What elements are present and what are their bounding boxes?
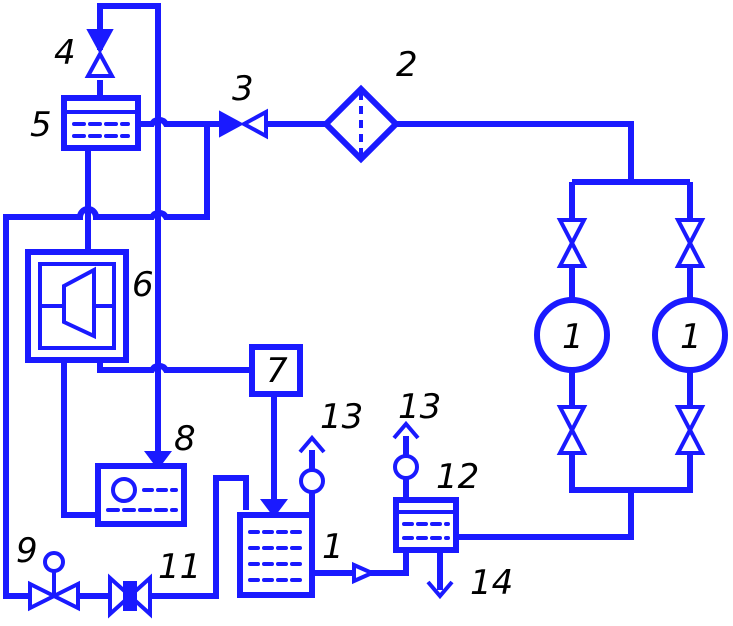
pipe-valve-to-pump [569, 266, 693, 300]
valve-pump-right-bottom-a [674, 405, 706, 435]
unit-7-box [249, 344, 303, 397]
cooler-5 [61, 95, 141, 151]
pipe-pump-to-valve [569, 370, 693, 407]
pump-left [534, 297, 610, 373]
valve-pump-left-top-a [556, 218, 588, 248]
label-valve-3: 3 [232, 69, 254, 109]
cooler-5-body [61, 95, 141, 151]
valve-pump-right-top-a [674, 218, 706, 248]
valve-3 [219, 108, 268, 140]
breather-13-left [299, 468, 325, 494]
tank-8-body [95, 463, 187, 527]
valve-pump-right-bottom-b [674, 425, 706, 455]
arrow-down-8 [144, 451, 172, 470]
valve-11-right [127, 573, 152, 619]
arrow-up-13-left [298, 434, 326, 454]
label-outlet-13-right: 13 [398, 387, 441, 427]
pump-bank-left [534, 218, 610, 455]
valve-pump-left-bottom-b [556, 425, 588, 455]
pipe-2-to-pumps [396, 121, 634, 182]
arrow-up-13-right [392, 420, 420, 440]
valve-11-left [108, 573, 133, 619]
tank-8 [95, 463, 187, 527]
valve-9-right [49, 580, 80, 612]
pipe-5-to-3 [138, 116, 220, 127]
pipe-6-to-8 [61, 360, 98, 518]
label-separator-12: 12 [436, 457, 479, 497]
pipe-1-to-12 [370, 550, 409, 576]
valve-3-right [239, 108, 268, 140]
tank-8-pump-icon [111, 477, 137, 503]
flow-arrows [144, 420, 454, 600]
label-pump-right: 1 [680, 317, 702, 357]
separator-12 [393, 497, 459, 553]
filter-2 [321, 84, 401, 164]
pipelines [3, 3, 693, 599]
arrow-right-1-out [352, 561, 377, 585]
label-unit-7: 7 [266, 351, 288, 391]
valve-9-left [28, 580, 59, 612]
breather-13-right [393, 454, 419, 480]
tank-1-body [237, 512, 315, 598]
pipe-11-to-1 [150, 475, 249, 599]
tank-1 [237, 512, 315, 598]
arrow-down-1 [260, 499, 288, 518]
label-filter-2: 2 [396, 45, 418, 85]
pipe-top-loop [97, 3, 161, 455]
component-labels: 1 1 1 2 3 4 5 6 7 8 9 11 12 13 13 14 [16, 33, 702, 603]
label-valve-4: 4 [54, 33, 76, 73]
arrow-down-14 [426, 580, 454, 600]
valve-9 [28, 551, 80, 612]
valve-4 [84, 29, 116, 78]
label-tank-1: 1 [322, 527, 344, 567]
label-tank-8: 8 [174, 419, 196, 459]
unit-6 [25, 249, 129, 363]
pipe-pumps-to-12 [456, 490, 634, 540]
valve-pump-left-bottom-a [556, 405, 588, 435]
label-valve-11: 11 [158, 547, 201, 587]
label-unit-6: 6 [132, 265, 154, 305]
valve-3-left [219, 110, 245, 138]
label-outlet-14: 14 [470, 563, 513, 603]
label-outlet-13-left: 13 [320, 397, 363, 437]
pipe-pump-drops-top [569, 182, 693, 220]
pipe-pump-header-bottom [569, 453, 693, 493]
valve-4-upper [86, 29, 114, 55]
valve-9-actuator [43, 551, 65, 573]
valve-11 [108, 573, 152, 619]
pipe-left-return [3, 124, 210, 599]
valve-4-lower [84, 49, 116, 78]
pump-right [652, 297, 728, 373]
unit-6-turbine-icon [62, 266, 96, 340]
label-cooler-5: 5 [30, 105, 52, 145]
label-pump-left: 1 [562, 317, 584, 357]
valve-pump-left-top-b [556, 238, 588, 268]
pipe-6-to-7 [97, 360, 252, 373]
label-valve-9: 9 [16, 531, 38, 571]
valve-11-core [123, 581, 137, 611]
valve-pump-right-top-b [674, 238, 706, 268]
pump-bank-right [652, 218, 728, 455]
